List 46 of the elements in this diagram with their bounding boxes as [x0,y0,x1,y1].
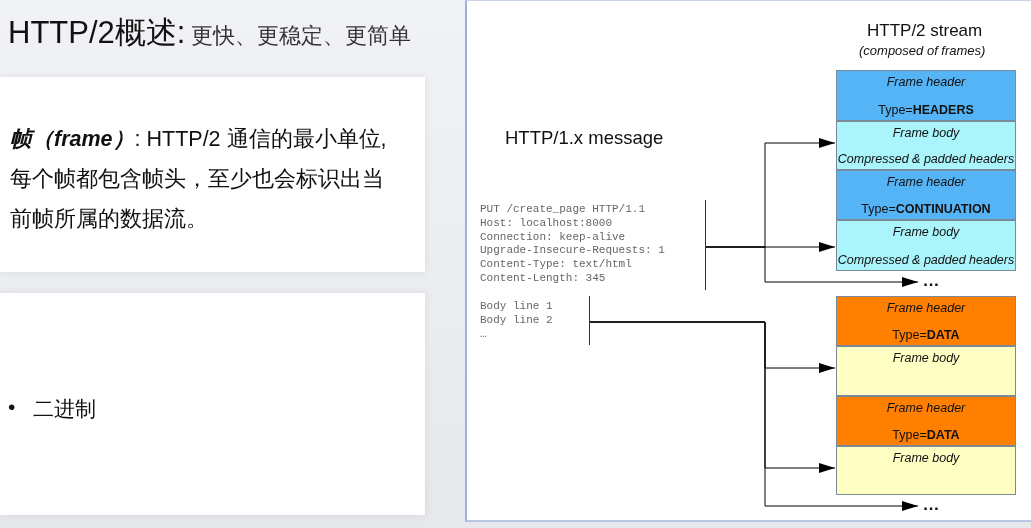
frame-title: Frame header [886,175,966,189]
section-heading: HTTP/2 stream [867,21,983,41]
code-line: Content-Length: 345 [480,272,606,286]
code-line: Body line 1 [480,300,553,314]
frame-type: Type=HEADERS [878,103,974,117]
arrow [589,321,919,511]
arrow [705,246,919,287]
frame-body-box [836,446,1016,495]
frame-body-box [836,121,1016,170]
bullet-marker: • [8,395,16,420]
frame-body-box [836,346,1016,396]
frame-title: Frame header [886,401,966,415]
frame-title: Frame body [892,351,960,365]
frame-type: Type=DATA [892,428,960,442]
ellipsis: … [919,273,943,291]
code-line: Connection: keep-alive [480,230,626,245]
code-line: Body line 2 [480,313,553,328]
code-line: … [480,327,487,342]
title: HTTP/2概述: [8,14,186,52]
code-block [480,200,706,290]
frame-title: Frame header [886,75,966,89]
code-line: Upgrade-Insecure-Requests: 1 [480,244,665,259]
frame-header-box [836,296,1016,346]
frame-title: Frame body [892,126,960,140]
frame-description: Compressed & padded headers [837,152,1015,166]
section-heading: HTTP/1.x message [505,127,664,149]
ellipsis: … [919,497,943,515]
code-block [480,296,590,345]
code-line: Content-Type: text/html [480,258,632,272]
frame-type: Type=CONTINUATION [861,202,991,216]
frame-title: Frame body [892,451,960,465]
frame-header-box [836,70,1016,121]
frame-header-box [836,170,1016,220]
code-line: Host: localhost:8000 [480,216,613,231]
text-card: 帧（frame）: HTTP/2 通信的最小单位,每个帧都包含帧头，至少也会标识出当前帧所属的数据流。 [0,77,425,272]
subheading: (composed of frames) [859,43,986,58]
frame-title: Frame body [892,225,960,239]
code-line: PUT /create_page HTTP/1.1 [480,203,646,217]
frame-header-box [836,396,1016,446]
frame-body-box [836,220,1016,271]
frame-type: Type=DATA [892,328,960,342]
frame-description: Compressed & padded headers [837,253,1015,267]
subtitle: 更快、更稳定、更简单 [191,22,412,50]
bullet-item: 二进制 [33,396,97,422]
text-card [0,293,425,515]
frame-title: Frame header [886,301,966,315]
